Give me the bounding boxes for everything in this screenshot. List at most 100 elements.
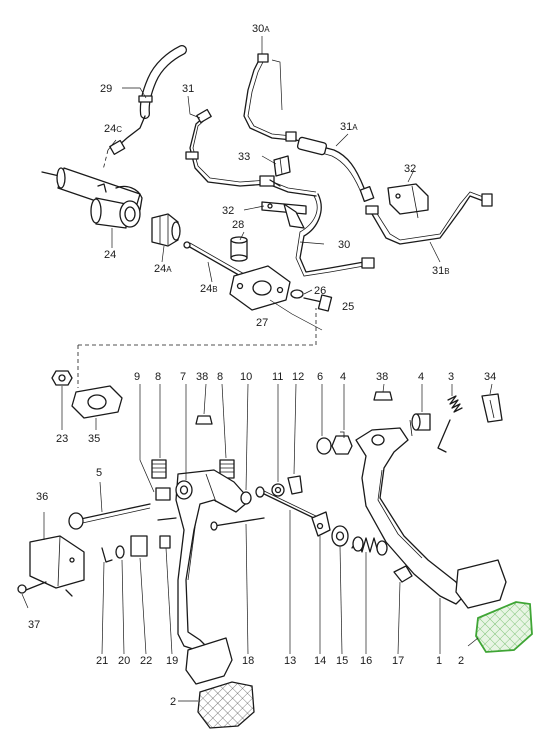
- label-number: 26: [314, 285, 326, 297]
- label-32b: 32: [404, 163, 416, 175]
- label-13: 13: [284, 655, 296, 667]
- part-4-bushing-right[interactable]: [411, 413, 431, 431]
- label-number: 9: [134, 371, 140, 383]
- label-38b: 38: [376, 371, 388, 383]
- part-35-gasket-plate[interactable]: [71, 385, 123, 419]
- label-number: 33: [238, 151, 250, 163]
- label-30: 30: [338, 239, 350, 251]
- part-13-adjusting-rod[interactable]: [255, 486, 319, 521]
- label-34: 34: [484, 371, 496, 383]
- part-24-clutch-master-cylinder[interactable]: [41, 167, 143, 229]
- part-30a-clutch-line[interactable]: [243, 53, 297, 142]
- label-number: 32: [222, 205, 234, 217]
- part-32-bracket-right[interactable]: [387, 169, 429, 219]
- label-6: 6: [317, 371, 323, 383]
- part-38-nut-right[interactable]: [373, 391, 393, 401]
- label-16: 16: [360, 655, 372, 667]
- label-number: 10: [240, 371, 252, 383]
- label-number: 31: [182, 83, 194, 95]
- part-21-clip[interactable]: [101, 547, 113, 563]
- label-19: 19: [166, 655, 178, 667]
- part-pedal-pad-left[interactable]: [185, 637, 233, 685]
- label-number: 4: [340, 371, 346, 383]
- part-31-clutch-hose[interactable]: [185, 108, 317, 197]
- part-2-pedal-rubber[interactable]: [197, 681, 255, 729]
- part-14-clevis[interactable]: [311, 511, 331, 537]
- label-31: 31: [182, 83, 194, 95]
- part-28-bushing[interactable]: [230, 236, 248, 262]
- part-37-screw[interactable]: [17, 581, 47, 594]
- label-14: 14: [314, 655, 326, 667]
- part-15-spring-seat[interactable]: [331, 525, 349, 547]
- part-6-washer[interactable]: [316, 437, 332, 455]
- part-3-return-spring[interactable]: [437, 395, 463, 453]
- label-number: 19: [166, 655, 178, 667]
- part-10-washer[interactable]: [240, 491, 252, 505]
- label-9: 9: [134, 371, 140, 383]
- part-30-clutch-line[interactable]: [295, 193, 375, 277]
- part-1-brake-pedal[interactable]: [355, 419, 465, 605]
- label-21: 21: [96, 655, 108, 667]
- part-24a-dust-boot[interactable]: [151, 213, 181, 247]
- part-2-pedal-rubber-highlighted[interactable]: [475, 601, 533, 653]
- label-number: 22: [140, 655, 152, 667]
- part-18-pin-head: [210, 521, 218, 531]
- part-4-bushing[interactable]: [331, 431, 353, 455]
- part-33-clip[interactable]: [273, 155, 291, 177]
- label-number: 11: [272, 371, 283, 383]
- part-12-clip[interactable]: [287, 475, 303, 495]
- label-number: 3: [448, 371, 454, 383]
- label-7: 7: [180, 371, 186, 383]
- label-number: 32: [404, 163, 416, 175]
- label-number: 35: [88, 433, 100, 445]
- part-36-switch[interactable]: [29, 512, 85, 597]
- label-23: 23: [56, 433, 68, 445]
- part-18-pin[interactable]: [213, 517, 265, 527]
- part-34-retaining-clip[interactable]: [481, 393, 503, 423]
- part-5-pedal-shaft[interactable]: [68, 503, 151, 530]
- label-number: 2: [170, 696, 176, 708]
- assembly-connector-line: [78, 308, 317, 346]
- label-number: 24: [200, 283, 212, 295]
- label-31a: 31A: [340, 121, 358, 133]
- label-number: 7: [180, 371, 186, 383]
- label-number: 36: [36, 491, 48, 503]
- part-8-bushing[interactable]: [151, 459, 167, 479]
- label-number: 23: [56, 433, 68, 445]
- part-38-nut[interactable]: [195, 415, 213, 425]
- label-24a: 24A: [154, 263, 172, 275]
- part-27-mounting-flange[interactable]: [229, 265, 291, 311]
- part-24b-pushrod[interactable]: [183, 241, 247, 279]
- part-16-spring[interactable]: [351, 536, 388, 556]
- label-number: 13: [284, 655, 296, 667]
- part-29-reservoir-hose[interactable]: [109, 45, 187, 155]
- label-35: 35: [88, 433, 100, 445]
- part-26-washer[interactable]: [290, 289, 304, 299]
- part-17-cap[interactable]: [393, 565, 413, 583]
- part-25-bolt[interactable]: [303, 294, 333, 312]
- label-32a: 32: [222, 205, 234, 217]
- label-22: 22: [140, 655, 152, 667]
- label-8b: 8: [217, 371, 223, 383]
- label-number: 4: [418, 371, 424, 383]
- part-32-bracket[interactable]: [261, 201, 307, 229]
- label-2a: 2: [170, 696, 176, 708]
- part-pedal-pad-right[interactable]: [455, 559, 507, 609]
- part-20-washer[interactable]: [115, 545, 125, 559]
- label-number: 31: [340, 121, 352, 133]
- part-7-clutch-pedal[interactable]: [175, 469, 251, 651]
- part-11-nut[interactable]: [271, 483, 285, 497]
- part-31b-clutch-line[interactable]: [365, 191, 493, 245]
- label-37: 37: [28, 619, 40, 631]
- leader-lines: [21, 36, 493, 655]
- label-number: 6: [317, 371, 323, 383]
- label-20: 20: [118, 655, 130, 667]
- part-9-bushing[interactable]: [155, 487, 171, 501]
- part-23-nut[interactable]: [51, 370, 73, 386]
- label-number: 30: [252, 23, 264, 35]
- part-19-pin[interactable]: [157, 517, 177, 549]
- part-22-stop-block[interactable]: [130, 535, 148, 557]
- label-26: 26: [314, 285, 326, 297]
- part-31a-hose[interactable]: [295, 136, 375, 202]
